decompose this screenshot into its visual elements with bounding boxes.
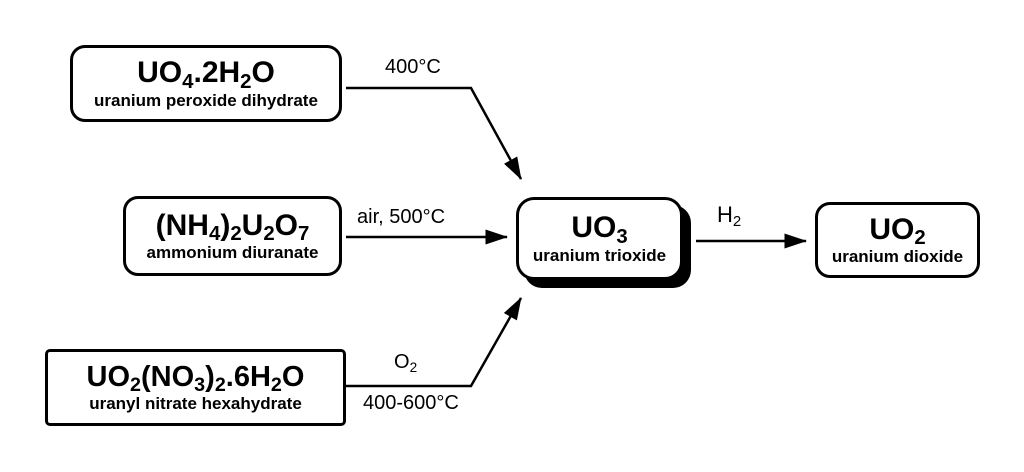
arrow-label-temperature-400c: 400°C [385,56,441,78]
arrow-label-hydrogen: H2 [717,202,742,231]
node-uranium-peroxide-dihydrate: UO4.2H2O uranium peroxide dihydrate [70,45,342,122]
node-uranium-trioxide: UO3 uranium trioxide [516,197,683,280]
node-formula: UO4.2H2O [137,56,275,93]
node-formula: UO2(NO3)2.6H2O [86,360,305,397]
node-label: ammonium diuranate [146,243,319,263]
arrow-peroxide-to-trioxide [346,86,523,180]
node-formula: UO2 [869,212,926,250]
node-label: uranyl nitrate hexahydrate [89,394,302,414]
node-uranyl-nitrate-hexahydrate: UO2(NO3)2.6H2O uranyl nitrate hexahydrat… [45,349,346,426]
arrow-label-temperature-range: 400-600°C [363,392,459,414]
node-label: uranium peroxide dihydrate [94,90,318,110]
node-ammonium-diuranate: (NH4)2U2O7 ammonium diuranate [123,196,342,276]
arrow-label-air-500c: air, 500°C [357,206,446,228]
node-label: uranium dioxide [831,247,964,267]
node-formula: (NH4)2U2O7 [155,208,310,246]
node-label: uranium trioxide [532,245,667,265]
arrow-label-oxygen: O2 [394,351,418,375]
arrow-nitrate-to-trioxide [346,297,523,388]
node-formula: UO3 [571,211,628,248]
node-uranium-dioxide: UO2 uranium dioxide [815,202,980,278]
